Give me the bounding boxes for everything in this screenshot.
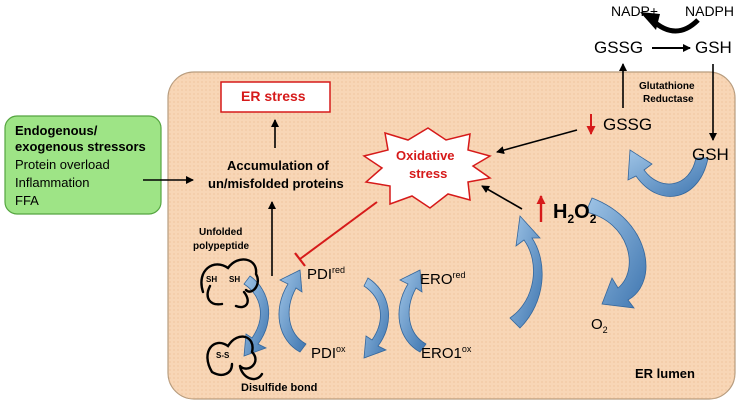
h2o2-label: H2O2: [553, 201, 597, 226]
stressor-box: [4, 115, 162, 215]
er-stress-box: [220, 81, 331, 113]
sh-label-2: SH: [229, 275, 241, 284]
gsh-right-label: GSH: [692, 145, 729, 164]
disulfide-bond-label: Disulfide bond: [241, 382, 318, 394]
unfolded-line2: polypeptide: [193, 241, 250, 252]
blue-arrow-gsh: [627, 149, 709, 197]
reductase-line2: Reductase: [643, 94, 694, 105]
blue-arrow-o2: [585, 197, 647, 309]
blue-arrow-ero-left: [363, 277, 389, 359]
stressor-heading-1: Endogenous/: [15, 123, 98, 138]
accumulation-line2: un/misfolded proteins: [208, 176, 344, 191]
er-lumen-label: ER lumen: [635, 366, 695, 381]
nadph-label: NADPH: [685, 3, 735, 19]
folded-protein-shape: [206, 335, 264, 381]
oxidative-starburst: [362, 127, 492, 209]
oxidative-line1: Oxidative: [396, 148, 455, 163]
ero-red-label: EROred: [420, 270, 466, 288]
gssg-top-label: GSSG: [594, 38, 644, 57]
ss-label: S-S: [216, 351, 230, 360]
pdi-ox-label: PDIox: [311, 344, 346, 362]
pdi-red-label: PDIred: [307, 265, 346, 283]
h2o2-to-oxidative-arrow: [481, 185, 523, 210]
gsh-top-label: GSH: [695, 38, 732, 57]
reductase-line1: Glutathione: [639, 81, 695, 92]
nadp-cycle-arrow: [650, 18, 700, 34]
unfolded-polypeptide-shape: [200, 258, 260, 309]
blue-arrow-ero-right: [398, 269, 427, 353]
nadp-plus-label: NADP+: [611, 3, 659, 19]
oxidative-line2: stress: [409, 166, 448, 181]
blue-arrow-h2o2: [509, 215, 543, 329]
inhibition-line: [299, 201, 378, 260]
ero1-ox-label: ERO1ox: [421, 344, 472, 362]
gssg-inner-label: GSSG: [603, 115, 653, 134]
gssg-to-oxidative-arrow: [496, 129, 578, 155]
er-stress-label: ER stress: [241, 88, 306, 104]
blue-arrow-pdi-left: [243, 275, 270, 357]
stressor-item-3: FFA: [15, 193, 39, 208]
o2-label: O2: [591, 316, 608, 335]
stressor-item-2: Inflammation: [15, 175, 90, 190]
accumulation-line1: Accumulation of: [227, 158, 329, 173]
stressor-heading-2: exogenous stressors: [15, 139, 146, 154]
stressor-item-1: Protein overload: [15, 157, 110, 172]
er-lumen-texture: [168, 72, 735, 399]
sh-label-1: SH: [206, 275, 218, 284]
blue-arrow-pdi-right: [278, 269, 307, 353]
unfolded-line1: Unfolded: [199, 227, 243, 238]
